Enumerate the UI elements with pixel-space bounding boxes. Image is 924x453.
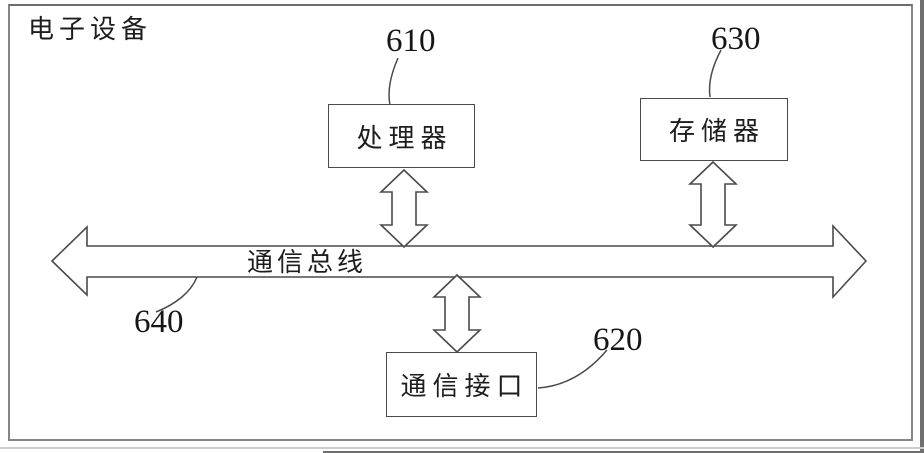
comm-interface-label: 通信接口 <box>400 372 529 401</box>
leader-line-640 <box>155 276 198 313</box>
scan-edge-bottom-dark <box>323 451 924 453</box>
ref-number-620: 620 <box>593 322 643 358</box>
memory-label: 存储器 <box>668 117 765 146</box>
ref-number-640: 640 <box>134 304 184 340</box>
leader-line-620 <box>537 349 608 389</box>
memory-bus-arrow <box>688 160 738 249</box>
device-boundary-box <box>8 4 913 441</box>
leader-line-610 <box>388 57 399 106</box>
ref-number-630: 630 <box>711 21 761 57</box>
communication-bus-arrow <box>50 223 868 300</box>
processor-box: 处理器 <box>328 104 475 168</box>
processor-label: 处理器 <box>356 123 453 153</box>
scan-edge-right <box>920 0 924 453</box>
scan-edge-bottom-faint <box>0 447 924 449</box>
comm-interface-box: 通信接口 <box>386 352 537 417</box>
processor-bus-arrow <box>379 168 429 249</box>
ref-number-610: 610 <box>386 23 436 59</box>
leader-line-630 <box>708 49 722 98</box>
device-label: 电子设备 <box>28 15 153 44</box>
interface-bus-arrow <box>432 273 482 354</box>
bus-label: 通信总线 <box>247 248 368 277</box>
memory-box: 存储器 <box>640 98 788 161</box>
